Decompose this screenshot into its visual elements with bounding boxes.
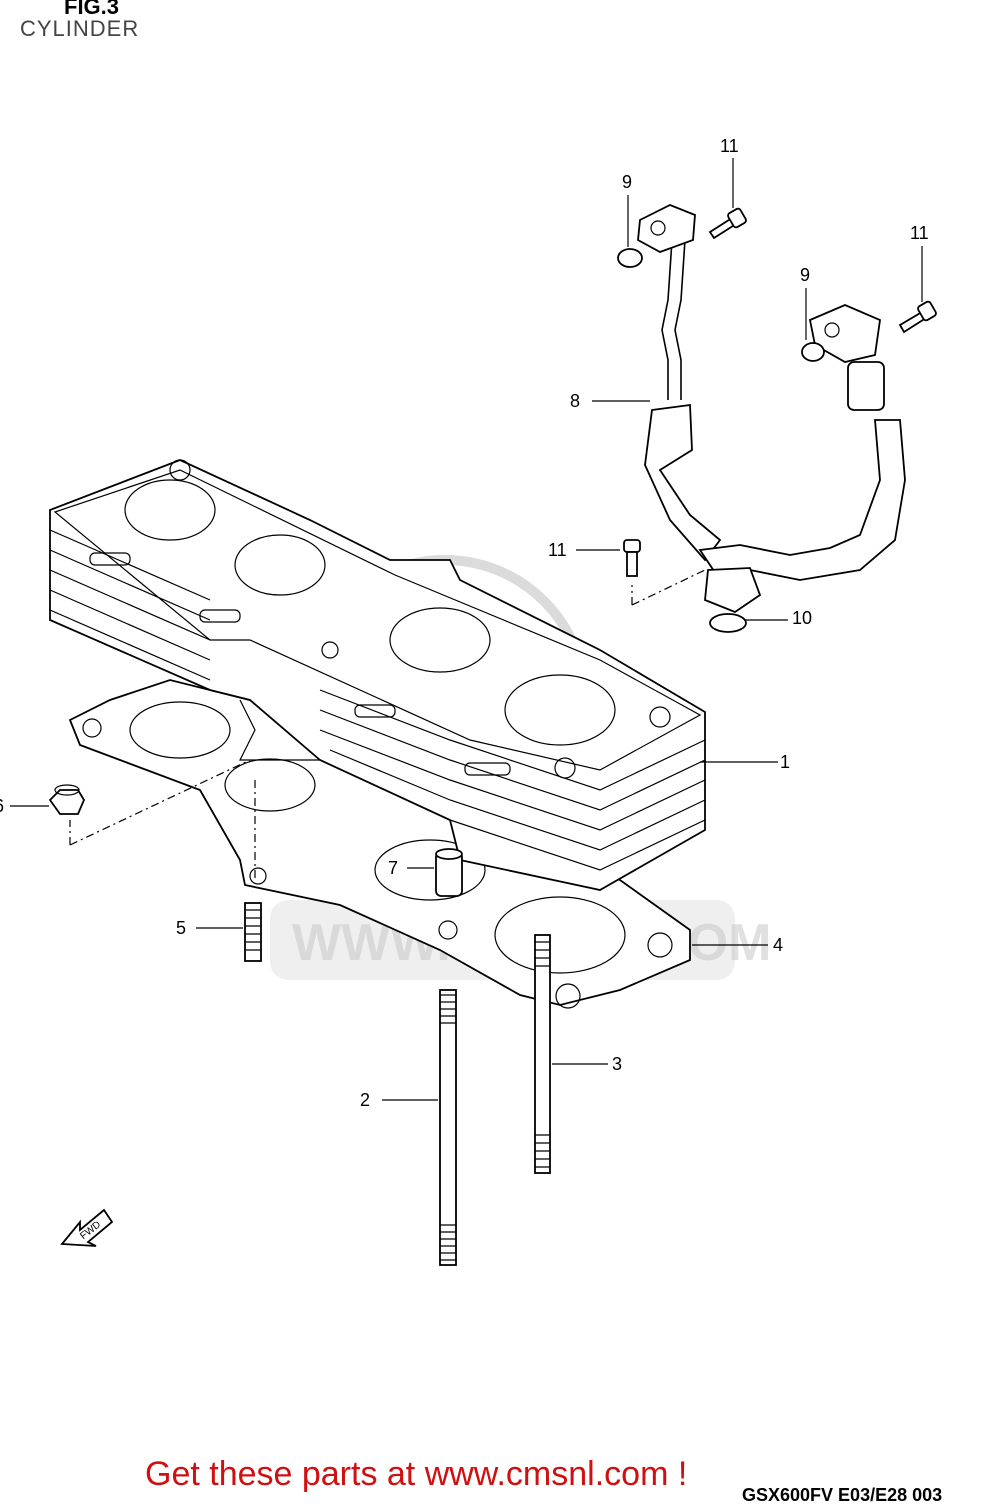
forward-direction-arrow: FWD bbox=[60, 1208, 114, 1247]
bolts bbox=[623, 207, 937, 577]
cylinder-block bbox=[49, 459, 706, 891]
callout-9b: 9 bbox=[800, 265, 810, 285]
callout-11c: 11 bbox=[548, 540, 567, 560]
callout-6: 6 bbox=[0, 796, 4, 816]
callout-2: 2 bbox=[360, 1090, 370, 1110]
o-rings bbox=[617, 248, 825, 633]
leader-lines bbox=[10, 158, 923, 1101]
stud-bolt-long bbox=[439, 989, 457, 1266]
nut bbox=[48, 784, 86, 815]
callout-7: 7 bbox=[388, 858, 398, 878]
figure-title: CYLINDER bbox=[20, 16, 140, 41]
callout-10: 10 bbox=[792, 608, 812, 628]
callout-4: 4 bbox=[773, 935, 783, 955]
callout-11a: 11 bbox=[720, 136, 739, 156]
callout-8: 8 bbox=[570, 391, 580, 411]
callout-1: 1 bbox=[780, 752, 790, 772]
stud-bolt-small bbox=[244, 902, 262, 962]
callout-3: 3 bbox=[612, 1054, 622, 1074]
callout-numbers: 1 2 3 4 5 6 7 8 9 9 10 11 11 11 bbox=[0, 136, 929, 1110]
stud-bolt-short bbox=[534, 934, 551, 1174]
model-code: GSX600FV E03/E28 003 bbox=[742, 1485, 943, 1505]
dowel-pin bbox=[435, 848, 463, 897]
buy-parts-link[interactable]: Get these parts at www.cmsnl.com ! bbox=[145, 1455, 688, 1493]
oil-hose-assembly bbox=[637, 204, 906, 614]
callout-11b: 11 bbox=[910, 223, 929, 243]
figure-number: FIG.3 bbox=[64, 0, 120, 19]
callout-5: 5 bbox=[176, 918, 186, 938]
callout-9a: 9 bbox=[622, 172, 632, 192]
